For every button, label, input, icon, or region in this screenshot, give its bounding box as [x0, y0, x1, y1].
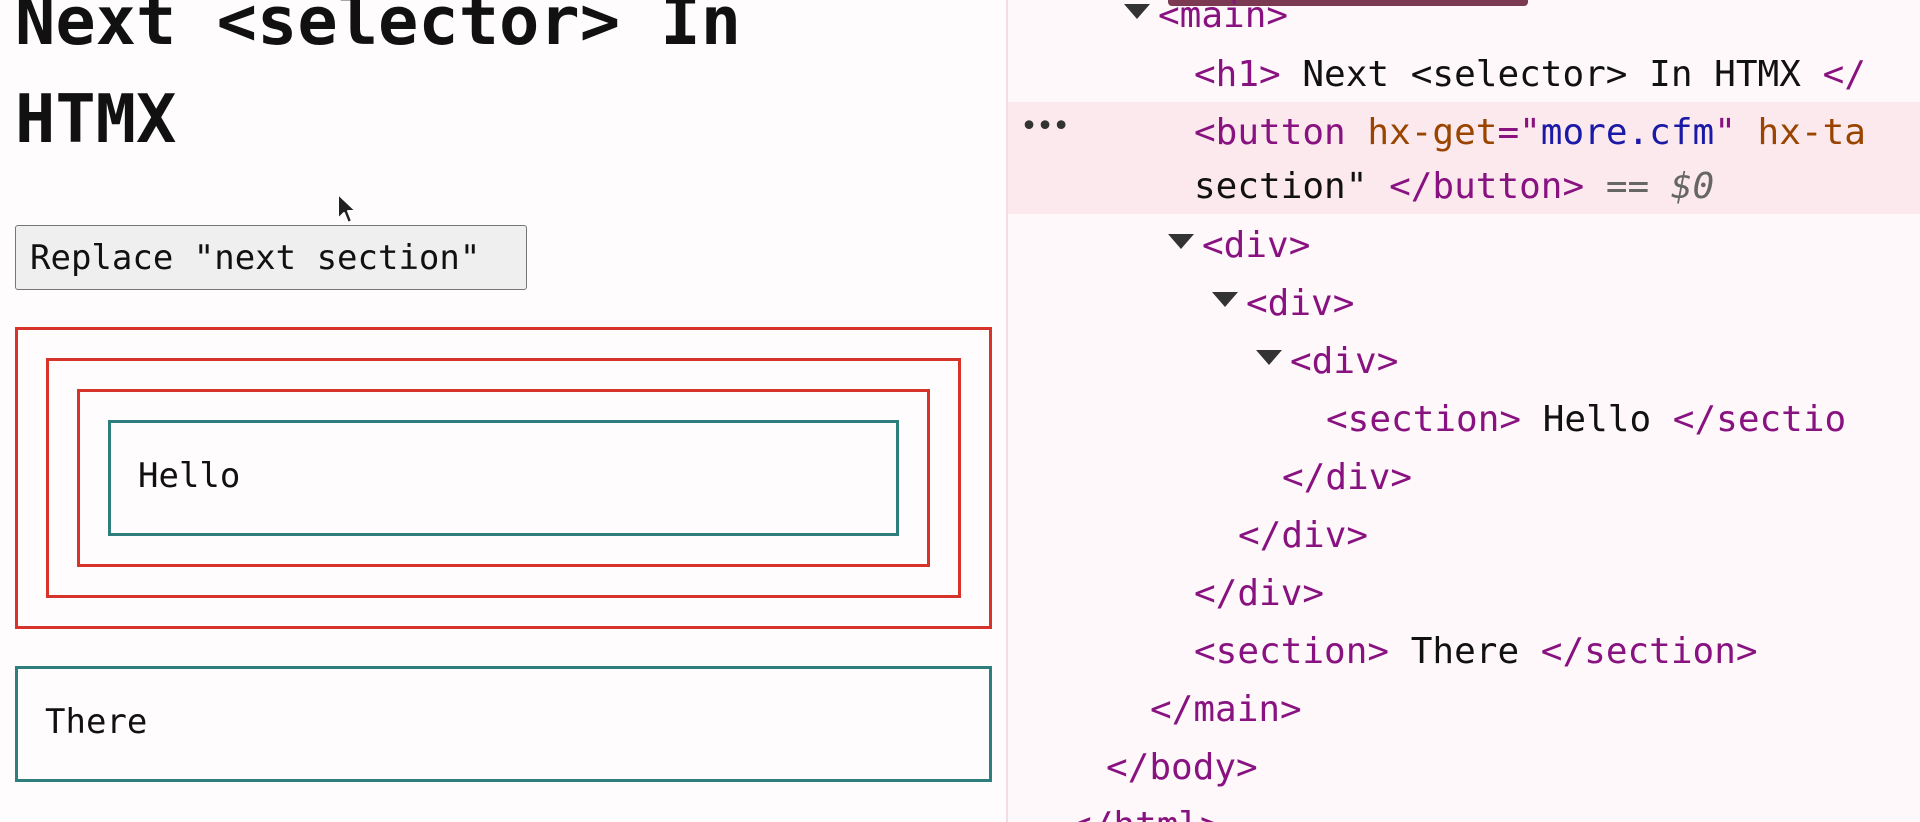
- dom-node-div-1-close[interactable]: </div>: [1194, 573, 1325, 614]
- page-title: Next <selector> In HTMX: [15, 0, 742, 158]
- hello-section: [108, 420, 899, 536]
- middle-div-box: [46, 358, 961, 598]
- there-section-text: There: [45, 702, 148, 742]
- dom-node-button[interactable]: <button hx-get="more.cfm" hx-ta: [1194, 112, 1866, 153]
- expand-triangle-icon[interactable]: [1124, 4, 1150, 19]
- dom-node-body-close[interactable]: </body>: [1106, 747, 1258, 788]
- dom-node-h1[interactable]: <h1> Next <selector> In HTMX </: [1194, 54, 1866, 95]
- mouse-pointer-icon: [337, 193, 357, 224]
- dom-node-html-close[interactable]: </html>: [1070, 797, 1222, 822]
- dom-node-button-cont[interactable]: section" </button> == $0: [1194, 166, 1715, 207]
- replace-next-section-button[interactable]: Replace "next section": [15, 225, 527, 290]
- rendered-page: Next <selector> In HTMX Replace "next se…: [15, 0, 992, 782]
- selected-node-var: $0: [1670, 166, 1715, 207]
- expand-triangle-icon[interactable]: [1168, 234, 1194, 249]
- devtools-tab-indicator: [1168, 0, 1528, 6]
- hello-section-text: Hello: [138, 456, 241, 496]
- expand-triangle-icon[interactable]: [1212, 292, 1238, 307]
- dom-node-div-3-close[interactable]: </div>: [1282, 457, 1413, 498]
- dom-node-section-hello[interactable]: <section> Hello </sectio: [1326, 399, 1847, 440]
- there-section: [15, 666, 992, 782]
- devtools-elements-panel: ••• <main> <h1> Next <selector> In HTMX …: [1006, 0, 1920, 822]
- ellipsis-icon[interactable]: •••: [1020, 109, 1070, 144]
- expand-triangle-icon[interactable]: [1256, 350, 1282, 365]
- dom-node-main-close[interactable]: </main>: [1150, 689, 1302, 730]
- dom-node-div-3[interactable]: <div>: [1256, 333, 1398, 391]
- selected-node-highlight[interactable]: [1008, 102, 1920, 214]
- dom-node-main[interactable]: <main>: [1124, 0, 1288, 45]
- dom-node-div-1[interactable]: <div>: [1168, 217, 1310, 275]
- outer-div-box: [15, 327, 992, 629]
- dom-node-div-2[interactable]: <div>: [1212, 275, 1354, 333]
- dom-node-div-2-close[interactable]: </div>: [1238, 515, 1369, 556]
- inner-div-box: [77, 389, 930, 567]
- dom-node-section-there[interactable]: <section> There </section>: [1194, 631, 1758, 672]
